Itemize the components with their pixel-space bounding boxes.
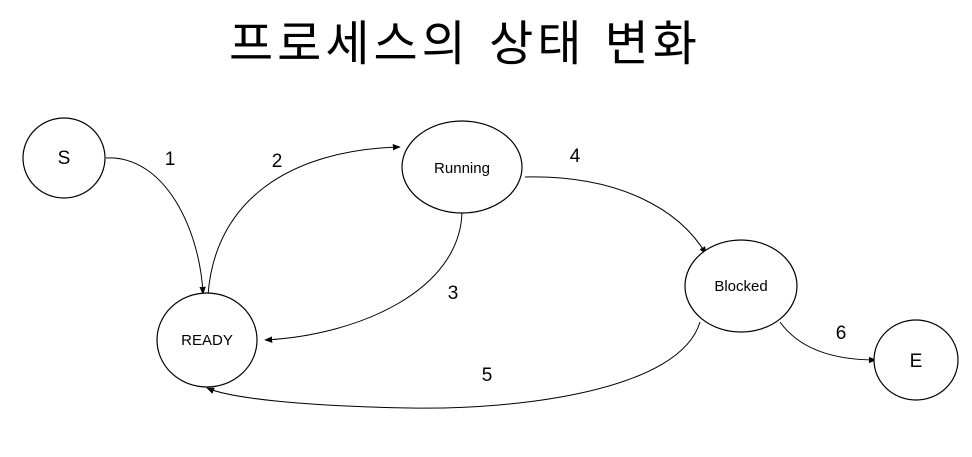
edge-5-blocked-to-ready	[206, 321, 701, 409]
edge-6-label: 6	[836, 323, 847, 344]
edge-6-blocked-to-e	[779, 321, 877, 364]
edge-2-ready-to-running	[207, 144, 401, 296]
node-blocked	[684, 239, 798, 333]
edge-1-label: 1	[165, 149, 176, 170]
node-s	[22, 117, 106, 199]
edge-1-s-to-ready	[105, 157, 206, 295]
node-ready	[156, 292, 258, 388]
edge-2-label: 2	[272, 151, 283, 172]
node-ready-label: READY	[181, 332, 233, 349]
node-e-label: E	[910, 351, 923, 372]
node-running-label: Running	[434, 160, 490, 177]
diagram-title: 프로세스의 상태 변화	[229, 16, 701, 72]
node-s-label: S	[58, 148, 71, 169]
edge-4-running-to-blocked	[524, 176, 707, 255]
edge-3-running-to-ready	[264, 211, 463, 343]
edge-4-label: 4	[570, 146, 581, 167]
node-blocked-label: Blocked	[714, 278, 767, 295]
node-running	[401, 120, 523, 214]
edge-3-label: 3	[448, 283, 459, 304]
node-e	[873, 319, 959, 401]
edge-5-label: 5	[482, 365, 493, 386]
